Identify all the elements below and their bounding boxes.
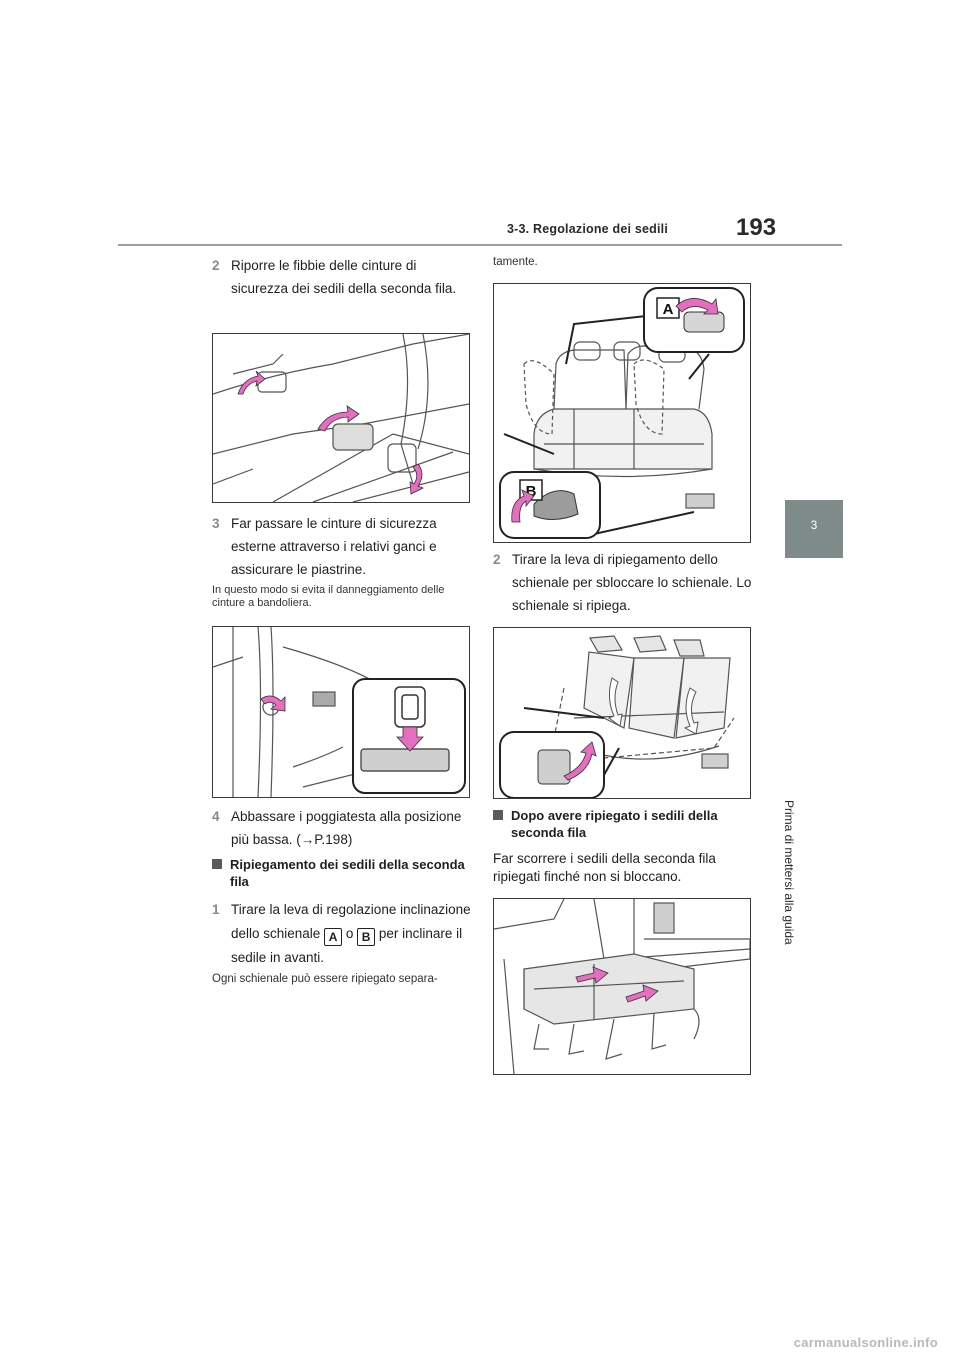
rear-bench [523, 341, 715, 509]
bullet-square [212, 859, 222, 869]
pink-arrows [237, 370, 424, 495]
figure-recline-levers: A B [493, 283, 751, 543]
callout-label-a: A [663, 301, 674, 318]
buckle-stowage-illustration [213, 334, 469, 502]
step-number: 1 [212, 902, 220, 917]
note-belt-damage: In questo modo si evita il danneggiament… [212, 584, 445, 609]
step-4-lower-headrests: 4 Abbassare i poggiatesta alla posizione… [212, 805, 474, 851]
heading-text: Dopo avere ripiegato i sedili della seco… [511, 808, 718, 840]
step-number: 2 [212, 258, 220, 273]
step-3-route-belts: 3 Far passare le cinture di sicurezza es… [212, 512, 474, 581]
chapter-tab-label: Prima di mettersi alla guida [782, 800, 796, 945]
lever-a-callout: A [565, 287, 745, 380]
pink-arrows [575, 966, 659, 1003]
pink-arrows [563, 741, 597, 781]
figure-slide-folded-seats [493, 898, 751, 1075]
key-b-badge: B [357, 928, 376, 946]
figure-belt-hooks [212, 626, 470, 798]
chapter-tab-number: 3 [810, 518, 818, 532]
folding-seatback-illustration [499, 635, 735, 798]
step-text-after: per inclinare il sedile in avanti. [231, 926, 463, 965]
slide-folded-seats-illustration [494, 899, 750, 1074]
step-number: 2 [493, 552, 501, 567]
step-text-mid: o [345, 926, 354, 941]
callout-label-b: B [526, 483, 537, 500]
step-text: Far passare le cinture di sicurezza este… [231, 516, 437, 577]
step-number: 3 [212, 516, 220, 531]
pink-arrows [511, 298, 719, 523]
note-continuation: tamente. [493, 256, 538, 268]
body-slide-seats: Far scorrere i sedili della seconda fila… [493, 851, 716, 884]
belt-hooks-illustration [213, 627, 466, 797]
heading-folding-second-row: Ripiegamento dei sedili della seconda fi… [212, 856, 474, 890]
fold-direction-arrows [607, 677, 699, 735]
page-number: 193 [736, 214, 777, 241]
watermark-text: carmanualsonline.info [793, 1335, 938, 1350]
key-a-badge: A [324, 928, 343, 946]
recline-levers-illustration: A B [499, 287, 745, 539]
chapter-tab[interactable] [785, 500, 843, 558]
step-number: 4 [212, 809, 220, 824]
figure-folding-seatback [493, 627, 751, 799]
heading-text: Ripiegamento dei sedili della seconda fi… [230, 857, 465, 889]
step-1-recline-lever: 1 Tirare la leva di regolazione inclinaz… [212, 898, 474, 970]
step-text: Tirare la leva di regolazione inclinazio… [212, 898, 474, 970]
header-rule [118, 244, 842, 246]
step-2-fold-seatback: 2 Tirare la leva di ripiegamento dello s… [493, 548, 755, 617]
step-text: Tirare la leva di ripiegamento dello sch… [512, 552, 752, 613]
bullet-square [493, 810, 503, 820]
section-title: 3-3. Regolazione dei sedili [507, 222, 668, 236]
pink-arrows [260, 695, 424, 752]
figure-buckle-stowage [212, 333, 470, 503]
lever-b-callout: B [499, 433, 695, 539]
step-text: Abbassare i poggiatesta alla posizione p… [231, 809, 462, 847]
note-separate-fold: Ogni schienale può essere ripiegato sepa… [212, 973, 438, 985]
step-2-stow-buckles: 2 Riporre le fibbie delle cinture di sic… [212, 254, 474, 300]
heading-after-folding: Dopo avere ripiegato i sedili della seco… [493, 807, 755, 841]
step-text-before: Tirare la leva di regolazione inclinazio… [231, 902, 471, 941]
step-text: Riporre le fibbie delle cinture di sicur… [231, 258, 457, 296]
fold-lever-callout [499, 707, 620, 798]
